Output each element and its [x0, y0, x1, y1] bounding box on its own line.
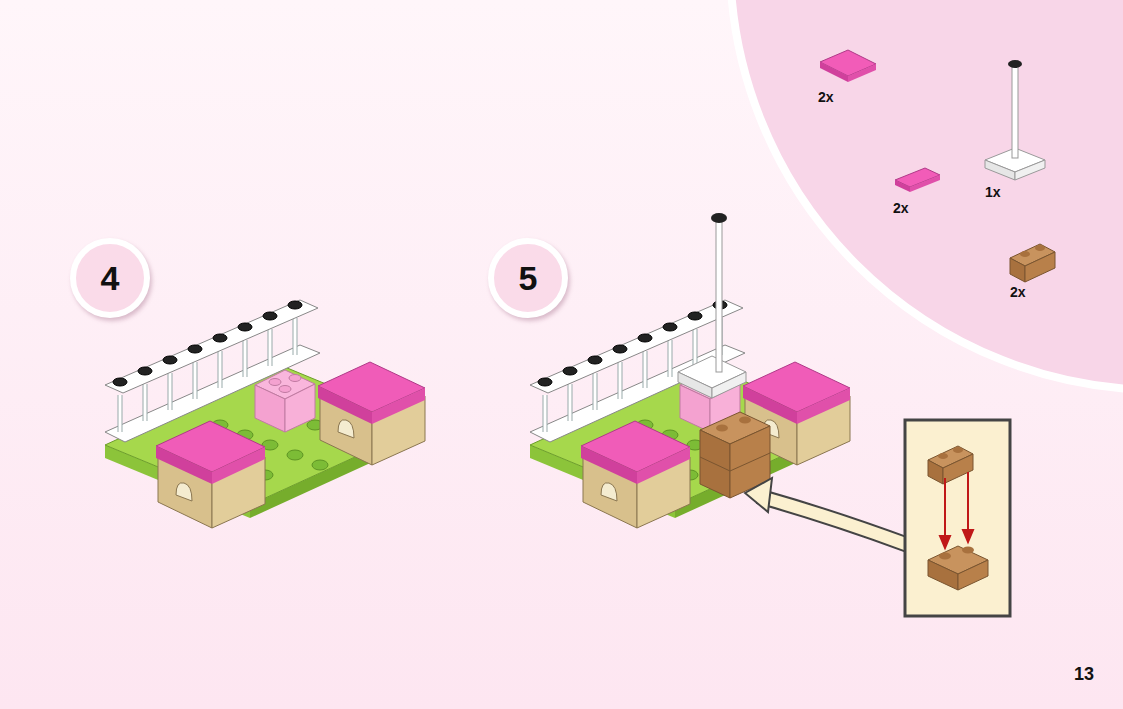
part-count: 2x — [893, 200, 909, 216]
step-number: 5 — [519, 259, 538, 298]
step-number-circle: 4 — [70, 238, 150, 318]
part-count: 2x — [1010, 284, 1026, 300]
step-number: 4 — [101, 259, 120, 298]
page-number: 13 — [1074, 664, 1094, 685]
step-number-circle: 5 — [488, 238, 568, 318]
part-count: 1x — [985, 184, 1001, 200]
part-count: 2x — [818, 89, 834, 105]
